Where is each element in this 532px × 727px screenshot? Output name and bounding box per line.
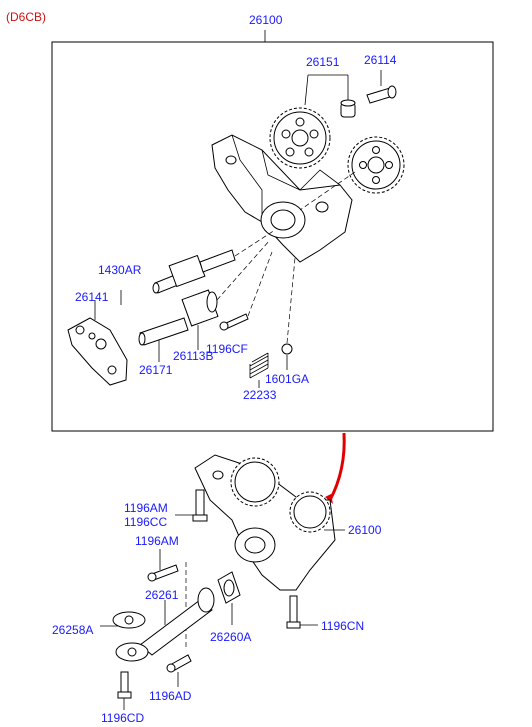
bolt-1196AD (166, 654, 192, 673)
upper-frame (51, 41, 494, 432)
label-26100-lower: 26100 (348, 523, 382, 537)
label-1196CD: 1196CD (101, 711, 144, 725)
label-26260A: 26260A (210, 630, 251, 644)
label-1196CC: 1196CC (124, 515, 167, 529)
label-26258A: 26258A (52, 623, 93, 637)
gasket-26258A (112, 611, 146, 629)
gear-26151 (269, 107, 331, 169)
label-26114: 26114 (364, 53, 397, 67)
bolt-1196CF (219, 313, 249, 331)
pump-body-lower (194, 454, 336, 591)
shaft-26171 (138, 317, 189, 346)
bolt-1196CN (286, 595, 301, 629)
ball-1601GA (281, 343, 293, 355)
label-26261: 26261 (145, 588, 179, 602)
label-26141: 26141 (75, 290, 109, 304)
spring-22233 (249, 352, 269, 379)
bolt-1196CD (117, 671, 132, 699)
tube-flange (115, 642, 149, 662)
pump-body-upper (211, 134, 353, 263)
label-1196CN: 1196CN (321, 619, 364, 633)
label-1601GA: 1601GA (265, 372, 309, 386)
label-26113B: 26113B (173, 349, 213, 363)
label-22233: 22233 (243, 388, 277, 402)
drive-gear (347, 136, 405, 194)
label-26171: 26171 (139, 363, 173, 377)
label-1196CF: 1196CF (206, 342, 248, 356)
drive-shaft-gear (152, 249, 236, 294)
label-26100-upper: 26100 (249, 13, 283, 27)
gear-26113B (181, 289, 219, 327)
bolt-1196AM (147, 564, 179, 582)
label-1196AM-line1: 1196AM (124, 501, 168, 515)
assembly-arrow (328, 432, 346, 501)
cover-26141 (67, 317, 128, 386)
label-1430AR: 1430AR (98, 263, 142, 277)
engine-code: (D6CB) (6, 10, 46, 24)
label-26151: 26151 (306, 55, 340, 69)
bushing-26151 (340, 99, 356, 118)
label-1196AM: 1196AM (135, 534, 179, 548)
shaft-26114 (366, 85, 397, 104)
bolt-1196AM-1196CC (192, 489, 208, 522)
gasket-26260A (217, 571, 241, 604)
label-1196AD: 1196AD (149, 689, 192, 703)
